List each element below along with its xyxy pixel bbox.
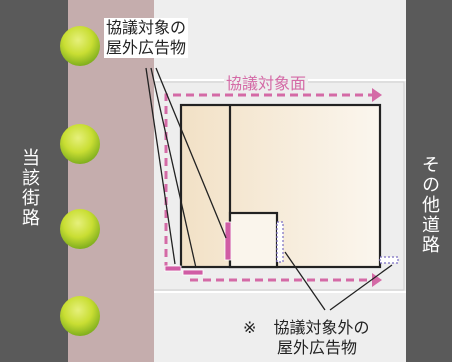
main-street-road bbox=[0, 0, 68, 362]
other-road-label: その他道路 bbox=[419, 155, 440, 255]
target-ads-label: 協議対象の 屋外広告物 bbox=[104, 18, 189, 58]
target-leader-lines bbox=[145, 67, 227, 269]
ad-sign-icon bbox=[164, 265, 182, 272]
ad-sign-icon bbox=[182, 269, 204, 276]
excluded-ads-text-line1: 協議対象外の bbox=[273, 318, 370, 337]
other-road bbox=[406, 0, 452, 362]
excluded-ads-label-line1: ※ 協議対象外の bbox=[243, 318, 370, 338]
tree-icon bbox=[60, 209, 100, 249]
target-face-arrow-top bbox=[372, 88, 382, 102]
main-street-label: 当該街路 bbox=[19, 148, 40, 228]
target-ads-label-line1: 協議対象の bbox=[104, 18, 189, 38]
target-face-arrow-bottom bbox=[372, 273, 382, 287]
building-annex bbox=[228, 211, 279, 269]
tree-icon bbox=[60, 124, 100, 164]
note-mark: ※ bbox=[243, 318, 257, 337]
excluded-leader-lines bbox=[284, 251, 393, 311]
ad-sign-icon bbox=[379, 256, 399, 264]
target-face-label: 協議対象面 bbox=[224, 74, 309, 93]
ad-sign-icon bbox=[224, 221, 232, 261]
tree-icon bbox=[60, 26, 100, 66]
excluded-ads-label-line2: 屋外広告物 bbox=[277, 338, 358, 357]
excluded-ads-label: ※ 協議対象外の 屋外広告物 bbox=[243, 318, 370, 358]
ad-sign-icon bbox=[276, 221, 284, 263]
target-ads-label-line2: 屋外広告物 bbox=[104, 38, 189, 58]
target-face-line bbox=[164, 93, 372, 270]
tree-icon bbox=[60, 296, 100, 336]
